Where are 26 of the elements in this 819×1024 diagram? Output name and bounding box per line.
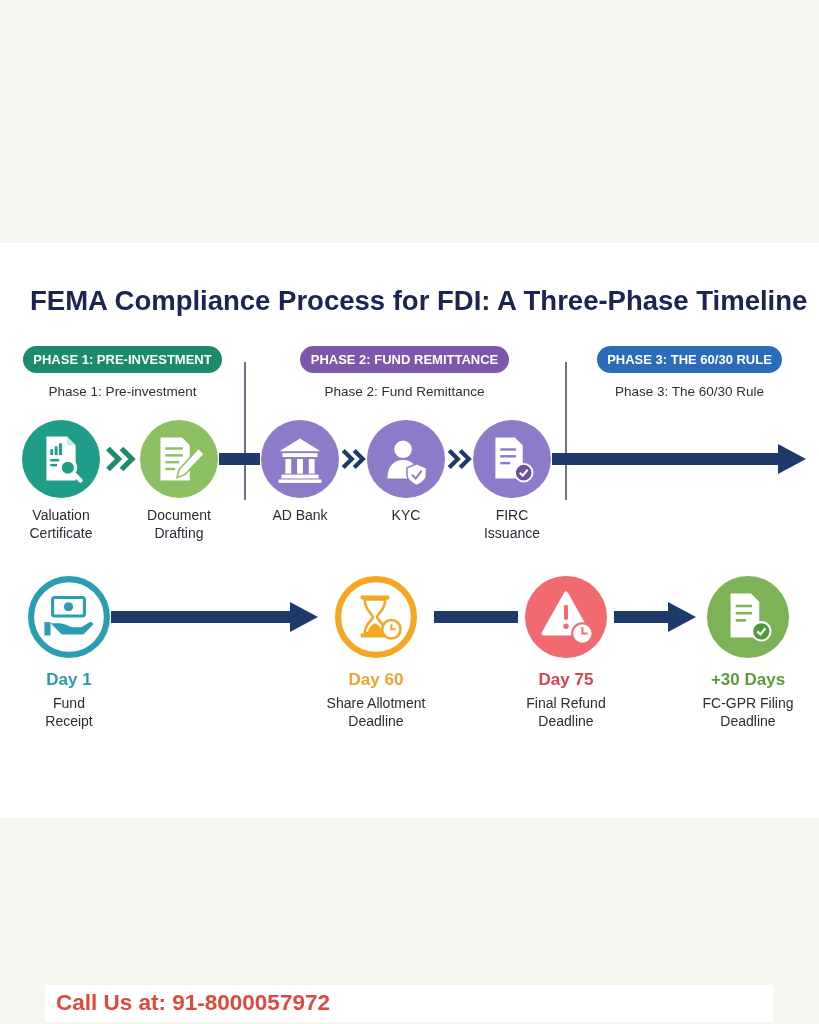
title: FEMA Compliance Process for FDI: A Three-Phase Timeline [30,285,808,317]
step-label: Share Allotment Deadline [325,694,427,730]
arrow [614,602,696,632]
arrow [552,444,806,474]
step-label: Fund Receipt [44,694,94,730]
phase-badge: PHASE 1: PRE-INVESTMENT [23,346,222,373]
step-label: Final Refund Deadline [525,694,607,730]
step-label: Valuation Certificate [28,506,94,542]
step-label: Document Drafting [146,506,212,542]
connector-line [219,453,260,465]
arrow [111,602,318,632]
phase-subtitle: Phase 1: Pre-investment [48,384,197,399]
step-label: AD Bank [272,506,328,524]
day-label: Day 1 [46,670,92,690]
phase-subtitle: Phase 2: Fund Remittance [324,384,485,399]
phase-subtitle: Phase 3: The 60/30 Rule [614,384,765,399]
day-label: Day 75 [538,670,594,690]
phase-badge: PHASE 2: FUND REMITTANCE [300,346,509,373]
step-label: FC-GPR Filing Deadline [701,694,795,730]
step-label: KYC [391,506,421,524]
day-label: +30 Days [710,670,786,690]
phase-badge: PHASE 3: THE 60/30 RULE [597,346,782,373]
step-label: FIRC Issuance [482,506,541,542]
connector-line [434,611,518,623]
contact-text: Call Us at: 91-8000057972 [56,990,330,1016]
day-label: Day 60 [348,670,404,690]
